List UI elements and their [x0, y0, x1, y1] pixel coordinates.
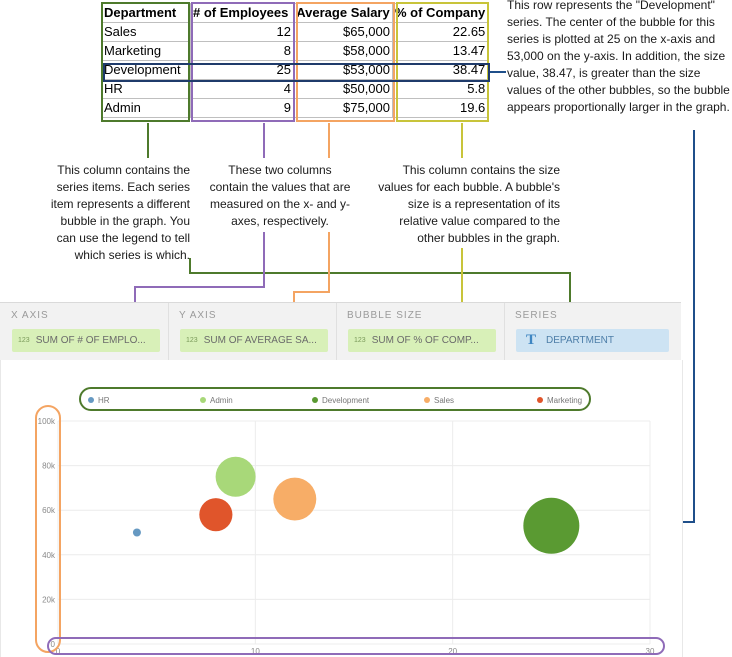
data-table: Department # of Employees Average Salary… — [101, 3, 489, 118]
row-note: This row represents the "Development" se… — [507, 0, 730, 114]
legend-swatch — [200, 397, 206, 403]
bubble-admin — [215, 456, 256, 497]
legend-label: Development — [322, 396, 370, 405]
table-row: Marketing 8 $58,000 13.47 — [101, 41, 489, 61]
header-pct: % of Company — [391, 3, 489, 23]
cell-employees: 9 — [190, 98, 294, 118]
y-axis-title: Y AXIS — [179, 310, 217, 321]
series-field-label: DEPARTMENT — [546, 335, 614, 347]
cell-department: Development — [101, 60, 191, 80]
header-salary: Average Salary — [293, 3, 393, 23]
bubble-size-title: BUBBLE SIZE — [347, 310, 423, 321]
table-row: Sales 12 $65,000 22.65 — [101, 22, 489, 42]
series-title: SERIES — [515, 310, 558, 321]
bubble-size-field-pill[interactable]: 123 SUM OF % OF COMP... — [348, 329, 496, 352]
x-axis-field-pill[interactable]: 123 SUM OF # OF EMPLO... — [12, 329, 160, 352]
cell-salary: $53,000 — [293, 60, 393, 80]
cell-employees: 25 — [190, 60, 294, 80]
legend-label: HR — [98, 396, 110, 405]
cell-employees: 4 — [190, 79, 294, 99]
legend-swatch — [312, 397, 318, 403]
cell-department: HR — [101, 79, 191, 99]
cell-department: Marketing — [101, 41, 191, 61]
y-axis-section: Y AXIS 123 SUM OF AVERAGE SA... — [168, 303, 337, 361]
x-axis-highlight — [47, 637, 665, 655]
legend-swatch — [88, 397, 94, 403]
legend-swatch — [424, 397, 430, 403]
y-tick-label: 80k — [42, 462, 56, 471]
x-axis-field-label: SUM OF # OF EMPLO... — [35, 335, 146, 347]
cell-pct: 13.47 — [391, 41, 489, 61]
cell-salary: $50,000 — [293, 79, 393, 99]
table-row: HR 4 $50,000 5.8 — [101, 79, 489, 99]
pivot-panel: X AXIS 123 SUM OF # OF EMPLO... Y AXIS 12… — [0, 302, 681, 362]
cell-pct: 19.6 — [391, 98, 489, 118]
header-department: Department — [101, 3, 191, 23]
bubble-development — [523, 497, 580, 554]
cell-salary: $65,000 — [293, 22, 393, 42]
x-axis-section: X AXIS 123 SUM OF # OF EMPLO... — [0, 303, 169, 361]
cell-department: Sales — [101, 22, 191, 42]
cell-employees: 12 — [190, 22, 294, 42]
legend-highlight — [79, 387, 591, 411]
series-field-pill[interactable]: T DEPARTMENT — [516, 329, 669, 352]
x-tick-label: 0 — [56, 647, 61, 656]
x-tick-label: 10 — [251, 647, 260, 656]
cell-pct: 38.47 — [391, 60, 489, 80]
table-row: Admin 9 $75,000 19.6 — [101, 98, 489, 118]
legend-label: Admin — [210, 396, 233, 405]
numeric-type-icon: 123 — [354, 337, 366, 344]
x-axis-title: X AXIS — [11, 310, 49, 321]
text-type-icon: T — [526, 332, 537, 348]
cell-employees: 8 — [190, 41, 294, 61]
y-tick-label: 100k — [38, 417, 56, 426]
cell-salary: $75,000 — [293, 98, 393, 118]
bubble-hr — [132, 528, 141, 537]
bubble-size-section: BUBBLE SIZE 123 SUM OF % OF COMP... — [336, 303, 505, 361]
x-tick-label: 20 — [448, 647, 457, 656]
table-row: Development 25 $53,000 38.47 — [101, 60, 489, 80]
numeric-type-icon: 123 — [18, 337, 30, 344]
series-section: SERIES T DEPARTMENT — [504, 303, 680, 361]
legend-label: Sales — [434, 396, 454, 405]
x-tick-label: 30 — [646, 647, 655, 656]
y-axis-field-pill[interactable]: 123 SUM OF AVERAGE SA... — [180, 329, 328, 352]
table-header-row: Department # of Employees Average Salary… — [101, 3, 489, 23]
cell-department: Admin — [101, 98, 191, 118]
value-columns-note: These two columns contain the values tha… — [209, 163, 351, 228]
header-employees: # of Employees — [190, 3, 294, 23]
bubble-sales — [273, 477, 317, 521]
legend-swatch — [537, 397, 543, 403]
legend-label: Marketing — [547, 396, 582, 405]
size-column-note: This column contains the size values for… — [378, 163, 560, 245]
y-tick-label: 0 — [51, 640, 56, 649]
y-tick-label: 60k — [42, 506, 56, 515]
bubble-chart: 0 20k 40k 60k 80k 100k 0 10 20 30 HR Admin Developme… — [35, 387, 665, 656]
bubble-size-field-label: SUM OF % OF COMP... — [371, 335, 479, 347]
cell-pct: 5.8 — [391, 79, 489, 99]
y-tick-label: 40k — [42, 551, 56, 560]
y-axis-highlight — [35, 405, 61, 653]
cell-salary: $58,000 — [293, 41, 393, 61]
bubble-marketing — [199, 498, 233, 532]
y-axis-field-label: SUM OF AVERAGE SA... — [203, 335, 317, 347]
cell-pct: 22.65 — [391, 22, 489, 42]
series-column-note: This column contains the series items. E… — [50, 163, 190, 262]
y-tick-label: 20k — [42, 595, 56, 604]
numeric-type-icon: 123 — [186, 337, 198, 344]
